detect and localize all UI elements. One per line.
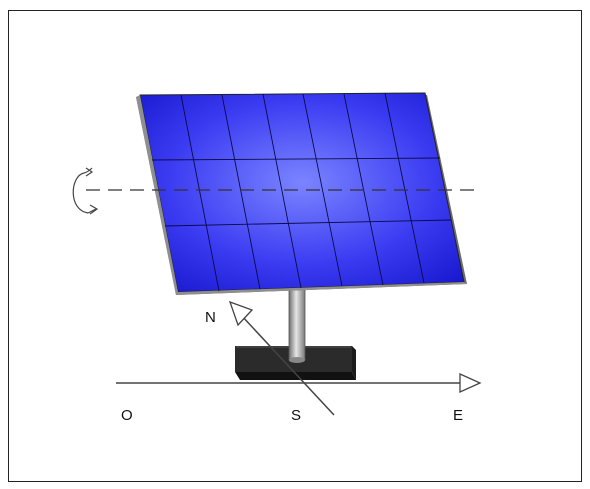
- label-south: S: [291, 407, 301, 424]
- label-north: N: [205, 309, 216, 326]
- east-arrowhead-icon: [459, 372, 482, 394]
- panel-cell-grid: [151, 92, 452, 292]
- tracker-pole: [288, 287, 306, 361]
- rotation-arrow-icon: [72, 167, 99, 215]
- label-west: O: [121, 407, 133, 424]
- solar-panel: [136, 92, 467, 295]
- label-east: E: [453, 407, 463, 424]
- north-south-line: [240, 314, 335, 416]
- north-arrowhead-icon: [228, 300, 254, 327]
